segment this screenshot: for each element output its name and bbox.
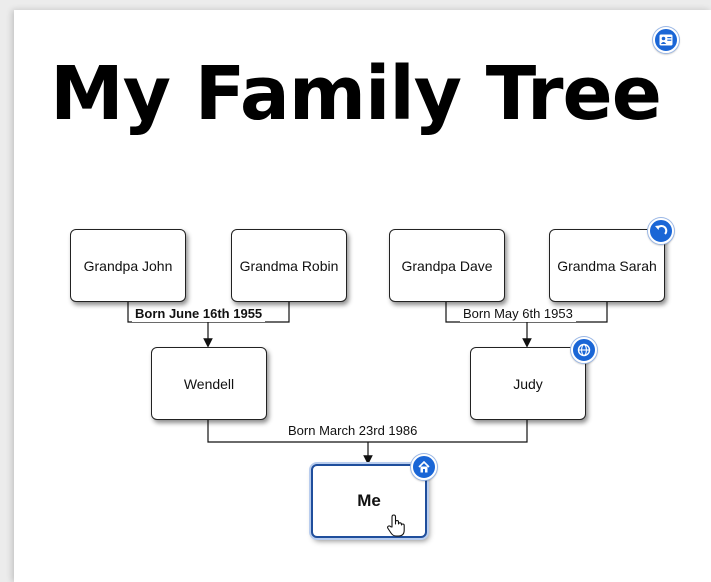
node-grandma-sarah[interactable]: Grandma Sarah <box>549 229 665 302</box>
contact-card-icon[interactable] <box>653 27 679 53</box>
node-wendell[interactable]: Wendell <box>151 347 267 420</box>
node-grandpa-dave[interactable]: Grandpa Dave <box>389 229 505 302</box>
home-icon[interactable] <box>411 454 437 480</box>
me-birth-label: Born March 23rd 1986 <box>285 423 421 439</box>
wendell-birth-label: Born June 16th 1955 <box>132 306 266 322</box>
node-grandma-robin[interactable]: Grandma Robin <box>231 229 347 302</box>
globe-icon[interactable] <box>571 337 597 363</box>
judy-birth-label: Born May 6th 1953 <box>460 306 576 322</box>
hand-cursor-icon <box>387 514 405 537</box>
undo-arrow-icon[interactable] <box>648 218 674 244</box>
page-title: My Family Tree <box>50 51 662 137</box>
node-grandpa-john[interactable]: Grandpa John <box>70 229 186 302</box>
node-me[interactable]: Me <box>311 464 427 538</box>
node-judy[interactable]: Judy <box>470 347 586 420</box>
